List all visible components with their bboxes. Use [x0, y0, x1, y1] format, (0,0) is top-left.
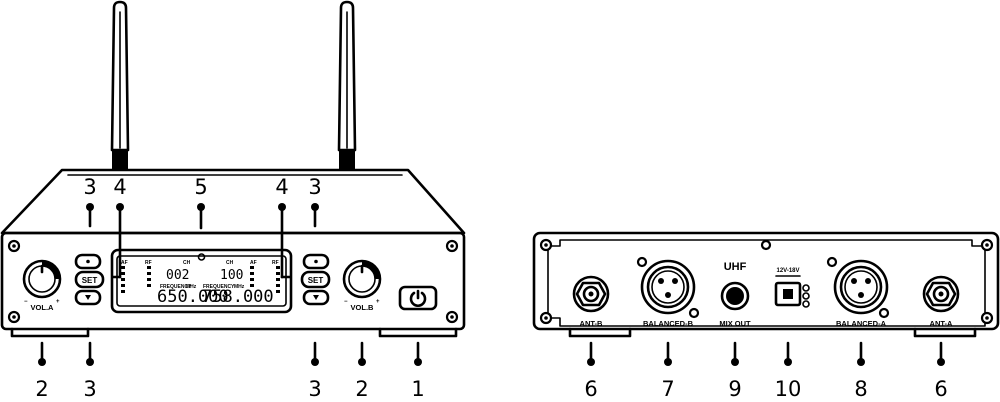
lcd-ch-label-a: CH [183, 260, 191, 266]
right-down-triangle-icon [313, 295, 319, 300]
antenna-left [110, 0, 130, 170]
callout-10: 10 [775, 377, 802, 401]
front-top-leaders [86, 203, 319, 279]
power-button[interactable] [398, 285, 438, 311]
callout-9: 9 [728, 377, 741, 401]
left-set-label: SET [82, 276, 98, 285]
lcd-display: AF RF CH CH 002 100 FREQUENCY FREQUENCY … [110, 248, 293, 314]
power-voltage-label: 12V-18V [776, 268, 799, 274]
callout-6-left: 6 [584, 377, 597, 401]
lcd-rf-label-a: RF [145, 260, 152, 266]
front-housing-top [0, 168, 466, 235]
rear-foot-left [568, 327, 632, 338]
ant-a-label: ANT-A [930, 319, 953, 328]
rear-panel-view: ANT-B BALANCED-B UHF MIX OUT 12V-18V [532, 231, 1000, 401]
callout-2-bottom-right: 2 [355, 377, 368, 401]
right-set-button[interactable] [300, 270, 331, 289]
left-set-button[interactable] [74, 270, 105, 289]
rear-panel-inner [547, 239, 986, 327]
lcd-af-label-b: AF [250, 260, 257, 266]
mix-out-jack[interactable]: UHF MIX OUT [719, 261, 751, 328]
lcd-frequency-a: 650.000 [157, 287, 229, 307]
lcd-inner [116, 255, 287, 307]
callout-4-top-left: 4 [113, 175, 126, 199]
antenna-right [337, 0, 357, 170]
callout-1-bottom: 1 [411, 377, 424, 401]
volume-knob-a[interactable]: − + VOL.A [22, 259, 62, 312]
antenna-left-base [112, 150, 128, 170]
front-bottom-callouts: 2 3 3 2 1 [35, 377, 424, 401]
left-down-triangle-icon [85, 295, 91, 300]
left-button-stack: SET [74, 253, 105, 306]
callout-6-right: 6 [934, 377, 947, 401]
ant-b-connector[interactable]: ANT-B [572, 275, 610, 328]
lcd-rf-label-b: RF [272, 260, 279, 266]
lcd-channel-b: 100 [220, 268, 243, 283]
callout-2-bottom-left: 2 [35, 377, 48, 401]
rear-screws [539, 238, 994, 325]
callout-3-bottom-left: 3 [83, 377, 96, 401]
lcd-meter-a [121, 266, 151, 293]
balanced-a-xlr-connector[interactable]: BALANCED-A [833, 259, 889, 328]
left-down-button[interactable] [74, 289, 102, 306]
callout-3-top-left: 3 [83, 175, 96, 199]
front-bottom-leaders [38, 341, 422, 366]
volume-knob-b[interactable]: − + VOL.B [342, 259, 382, 312]
rear-bottom-leaders [587, 341, 945, 366]
lcd-frequency-label-b: FREQUENCY [203, 284, 235, 290]
callout-7: 7 [661, 377, 674, 401]
svg-text:−: − [24, 299, 28, 305]
uhf-label: UHF [724, 261, 747, 273]
power-icon [409, 291, 427, 307]
ant-b-label: ANT-B [580, 319, 603, 328]
right-button-stack: SET [300, 253, 331, 306]
right-up-dot-icon [314, 259, 318, 264]
lcd-channel-a: 002 [166, 268, 189, 283]
svg-text:+: + [56, 299, 60, 305]
front-panel-view: − + VOL.A SET [0, 0, 466, 401]
right-down-button[interactable] [302, 289, 330, 306]
lcd-mhz-label-a: MHz [186, 284, 197, 290]
balanced-b-label: BALANCED-B [643, 319, 694, 328]
front-foot-right [378, 327, 458, 338]
lcd-mhz-label-b: MHz [234, 284, 245, 290]
right-up-button[interactable] [302, 253, 330, 270]
vol-b-label: VOL.B [351, 303, 375, 312]
callout-5-top: 5 [194, 175, 207, 199]
rear-foot-right [913, 327, 977, 338]
vol-a-label: VOL.A [31, 303, 55, 312]
callout-3-bottom-right: 3 [308, 377, 321, 401]
balanced-a-label: BALANCED-A [836, 319, 887, 328]
rear-bottom-callouts: 6 7 9 10 8 6 [584, 377, 947, 401]
mix-out-label: MIX OUT [719, 319, 751, 328]
callout-8: 8 [854, 377, 867, 401]
lcd-frequency-b: 758.000 [202, 287, 274, 307]
front-face [0, 231, 466, 331]
right-set-label: SET [308, 276, 324, 285]
dc-power-jack[interactable]: 12V-18V [774, 268, 810, 308]
antenna-right-base [339, 150, 355, 170]
front-foot-left [10, 327, 90, 338]
svg-text:+: + [376, 299, 380, 305]
lcd-ch-label-b: CH [226, 260, 234, 266]
callout-4-top-right: 4 [275, 175, 288, 199]
lcd-af-label-a: AF [121, 260, 128, 266]
left-up-button[interactable] [74, 253, 102, 270]
lcd-frame [110, 248, 293, 314]
callout-3-top-right: 3 [308, 175, 321, 199]
lcd-meter-b [250, 266, 280, 293]
lcd-ir-sensor-icon [197, 253, 206, 261]
ant-a-connector[interactable]: ANT-A [922, 275, 960, 328]
front-screws [7, 239, 459, 324]
svg-text:−: − [344, 299, 348, 305]
front-top-callouts: 3 4 5 4 3 [83, 175, 321, 199]
left-up-dot-icon [86, 259, 90, 264]
rear-panel-outer [532, 231, 1000, 331]
balanced-b-xlr-connector[interactable]: BALANCED-B [640, 259, 696, 328]
lcd-frequency-label-a: FREQUENCY [160, 284, 192, 290]
